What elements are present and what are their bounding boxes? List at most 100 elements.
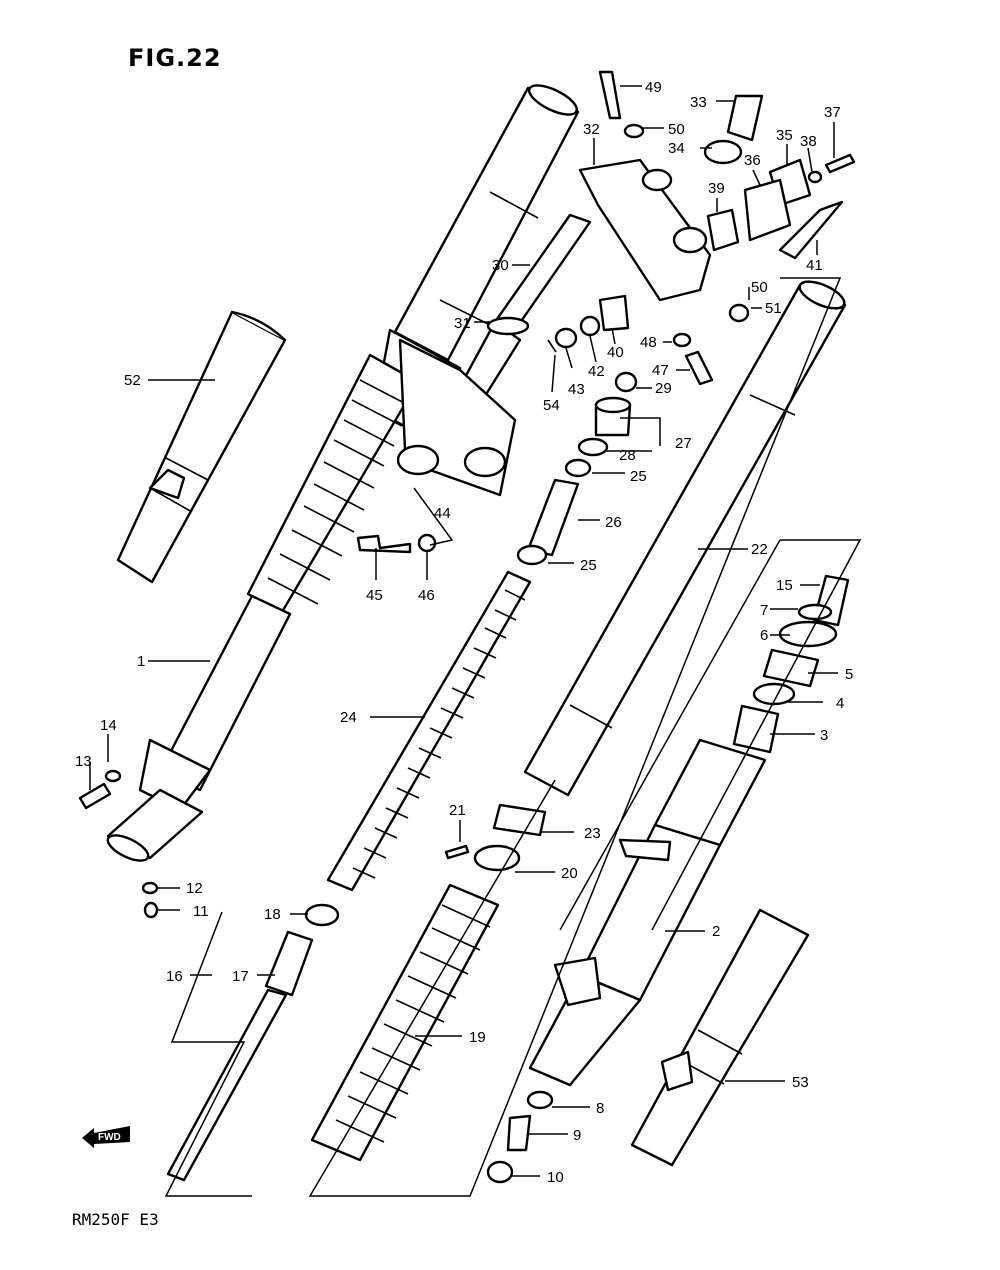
label-51: 51	[765, 300, 782, 317]
part-13-bolt	[78, 782, 112, 810]
part-43-nut	[554, 327, 578, 349]
label-47: 47	[652, 362, 669, 379]
fwd-label: FWD	[98, 1132, 121, 1143]
part-44-lower-bracket	[396, 338, 517, 497]
label-28: 28	[619, 447, 636, 464]
part-47-bolt	[684, 350, 714, 386]
label-16: 16	[166, 968, 183, 985]
part-45-bolt	[356, 534, 412, 554]
group-frame-lines	[164, 277, 862, 1197]
part-1-boot	[246, 353, 420, 614]
label-36: 36	[744, 152, 761, 169]
label-35: 35	[776, 127, 793, 144]
model-code: RM250F E3	[72, 1210, 159, 1229]
part-9-valve	[506, 1114, 532, 1152]
label-44: 44	[434, 505, 451, 522]
label-53: 53	[792, 1074, 809, 1091]
part-38-washer	[807, 170, 823, 184]
label-26: 26	[605, 514, 622, 531]
label-50b: 50	[751, 279, 768, 296]
part-14-washer	[104, 769, 122, 783]
label-15: 15	[776, 577, 793, 594]
part-4-ring	[752, 682, 796, 706]
label-39: 39	[708, 180, 725, 197]
part-12-plug	[141, 881, 159, 895]
part-32-upper-bracket	[578, 158, 712, 302]
label-42: 42	[588, 363, 605, 380]
label-49: 49	[645, 79, 662, 96]
part-41-bolt	[778, 200, 844, 260]
part-33-bolt	[726, 94, 764, 142]
label-14: 14	[100, 717, 117, 734]
label-12: 12	[186, 880, 203, 897]
part-25-washer-upper	[564, 458, 592, 478]
part-37-bolt	[824, 153, 856, 174]
label-20: 20	[561, 865, 578, 882]
part-labels: 49 33 37 32 50 35 38 34 36 39 41 30 50 5…	[75, 79, 853, 1186]
part-26-spacer	[526, 478, 580, 557]
part-7-ring	[797, 603, 833, 621]
label-31: 31	[454, 315, 471, 332]
label-3: 3	[820, 727, 828, 744]
label-43: 43	[568, 381, 585, 398]
label-9: 9	[573, 1127, 581, 1144]
part-23-bushing	[492, 803, 547, 837]
label-37: 37	[824, 104, 841, 121]
label-18: 18	[264, 906, 281, 923]
part-6-seal	[778, 620, 838, 648]
part-1-outer-tube	[373, 84, 580, 442]
label-23: 23	[584, 825, 601, 842]
part-25-washer-lower	[516, 544, 548, 566]
part-53-guard	[630, 908, 810, 1167]
part-19-boot	[310, 883, 500, 1162]
part-10-bolt	[486, 1160, 514, 1184]
label-45: 45	[366, 587, 383, 604]
part-21-screw	[444, 844, 470, 860]
part-34-cap	[703, 139, 743, 165]
label-19: 19	[469, 1029, 486, 1046]
part-48-washer	[672, 332, 692, 348]
part-11-screw	[143, 901, 159, 919]
label-13: 13	[75, 753, 92, 770]
part-20-clamp	[473, 844, 521, 872]
part-27-cap-bolt	[594, 396, 632, 437]
part-18-ring	[304, 903, 340, 927]
label-2: 2	[712, 923, 720, 940]
label-40: 40	[607, 344, 624, 361]
part-24-spring	[326, 570, 532, 892]
leader-lines	[89, 85, 838, 1177]
label-7: 7	[760, 602, 768, 619]
label-10: 10	[547, 1169, 564, 1186]
label-34: 34	[668, 140, 685, 157]
label-30: 30	[492, 257, 509, 274]
label-38: 38	[800, 133, 817, 150]
label-25a: 25	[630, 468, 647, 485]
label-33: 33	[690, 94, 707, 111]
label-27: 27	[675, 435, 692, 452]
label-11: 11	[193, 903, 209, 920]
label-17: 17	[232, 968, 249, 985]
part-17-spring	[264, 930, 314, 997]
part-29-plug	[614, 371, 638, 393]
label-5: 5	[845, 666, 853, 683]
label-50a: 50	[668, 121, 685, 138]
label-1: 1	[137, 653, 145, 670]
part-28-oring	[577, 437, 609, 457]
fwd-arrow-icon: FWD	[82, 1126, 130, 1148]
part-1-lower-tube	[106, 594, 292, 862]
label-48: 48	[640, 334, 657, 351]
part-16-rod	[166, 988, 288, 1182]
part-22-inner-tube	[523, 280, 847, 797]
label-32: 32	[583, 121, 600, 138]
part-49-bolt	[598, 70, 622, 120]
label-52: 52	[124, 372, 141, 389]
label-46: 46	[418, 587, 435, 604]
label-22: 22	[751, 541, 768, 558]
label-29: 29	[655, 380, 672, 397]
part-50-washer	[623, 123, 645, 139]
part-51-nut	[728, 303, 750, 323]
part-54-pin	[547, 339, 557, 353]
label-4: 4	[836, 695, 844, 712]
part-3-bushing	[732, 704, 780, 754]
